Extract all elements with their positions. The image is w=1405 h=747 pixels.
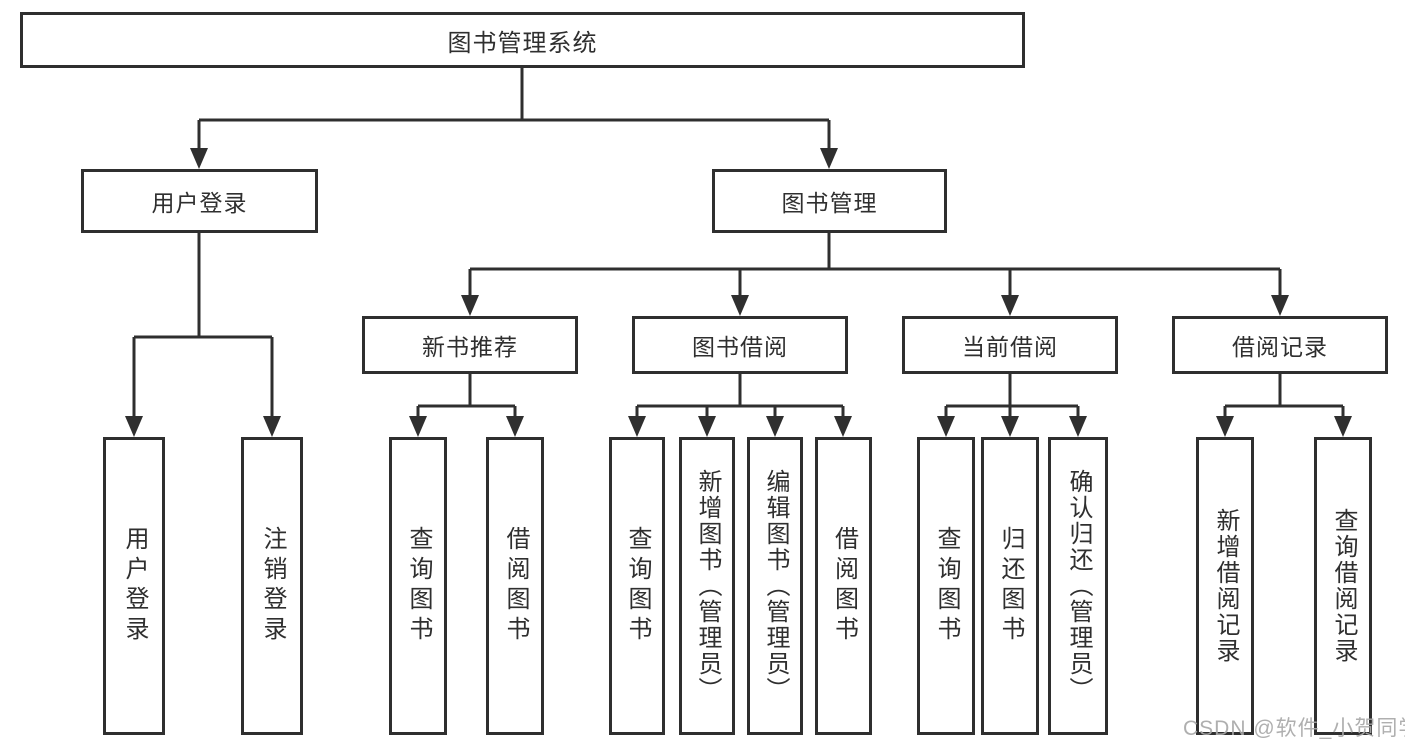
- connector-new-books-branch: [416, 374, 517, 420]
- leaf-return-books-label: 归还图书: [997, 526, 1024, 646]
- leaf-query-books-recommend-label: 查询图书: [405, 526, 432, 646]
- leaf-confirm-return-admin-label: 确认归还（管理员）: [1065, 469, 1092, 703]
- arrowheads-level2: [190, 148, 838, 169]
- node-user-login: 用户登录: [81, 169, 318, 233]
- leaf-borrow-books-recommend-label: 借阅图书: [502, 526, 529, 646]
- leaf-query-borrow-record: 查询借阅记录: [1314, 437, 1372, 735]
- leaf-user-login: 用户登录: [103, 437, 165, 735]
- leaf-add-books-admin-label: 新增图书（管理员）: [694, 469, 721, 703]
- leaf-logout: 注销登录: [241, 437, 303, 735]
- arrowheads-user-login: [125, 416, 281, 437]
- leaf-add-borrow-record: 新增借阅记录: [1196, 437, 1254, 735]
- csdn-watermark: CSDN @软件_小贺同学: [1183, 717, 1405, 740]
- leaf-return-books: 归还图书: [981, 437, 1039, 735]
- arrowheads-level3: [461, 295, 1289, 316]
- arrowheads-current-borrow: [937, 416, 1087, 437]
- leaf-query-books-recommend: 查询图书: [389, 437, 447, 735]
- connector-book-management-branch: [468, 233, 1282, 299]
- node-borrowing-records: 借阅记录: [1172, 316, 1388, 374]
- leaf-query-borrow-record-label: 查询借阅记录: [1330, 508, 1357, 664]
- node-new-book-recommendation: 新书推荐: [362, 316, 578, 374]
- arrowheads-borrow-records: [1216, 416, 1352, 437]
- leaf-query-books-current-label: 查询图书: [933, 526, 960, 646]
- connector-user-login-branch: [132, 233, 274, 420]
- connector-book-borrow-branch: [635, 374, 845, 420]
- leaf-add-books-admin: 新增图书（管理员）: [679, 437, 735, 735]
- arrowheads-new-books: [409, 416, 524, 437]
- leaf-logout-label: 注销登录: [259, 526, 286, 646]
- connector-borrow-records-branch: [1223, 374, 1345, 420]
- arrowheads-book-borrow: [628, 416, 852, 437]
- leaf-borrow-books-recommend: 借阅图书: [486, 437, 544, 735]
- leaf-query-books-current: 查询图书: [917, 437, 975, 735]
- node-library-management-system: 图书管理系统: [20, 12, 1025, 68]
- leaf-edit-books-admin-label: 编辑图书（管理员）: [762, 469, 789, 703]
- leaf-query-books-borrow: 查询图书: [609, 437, 665, 735]
- leaf-user-login-label: 用户登录: [121, 526, 148, 646]
- leaf-query-books-borrow-label: 查询图书: [624, 526, 651, 646]
- leaf-borrow-books: 借阅图书: [815, 437, 872, 735]
- leaf-add-borrow-record-label: 新增借阅记录: [1212, 508, 1239, 664]
- connector-root-to-level2: [197, 68, 831, 152]
- leaf-edit-books-admin: 编辑图书（管理员）: [747, 437, 803, 735]
- node-book-management: 图书管理: [712, 169, 947, 233]
- node-current-borrowing: 当前借阅: [902, 316, 1118, 374]
- node-book-borrowing: 图书借阅: [632, 316, 848, 374]
- leaf-confirm-return-admin: 确认归还（管理员）: [1048, 437, 1108, 735]
- connector-current-borrow-branch: [944, 374, 1080, 420]
- leaf-borrow-books-label: 借阅图书: [830, 526, 858, 646]
